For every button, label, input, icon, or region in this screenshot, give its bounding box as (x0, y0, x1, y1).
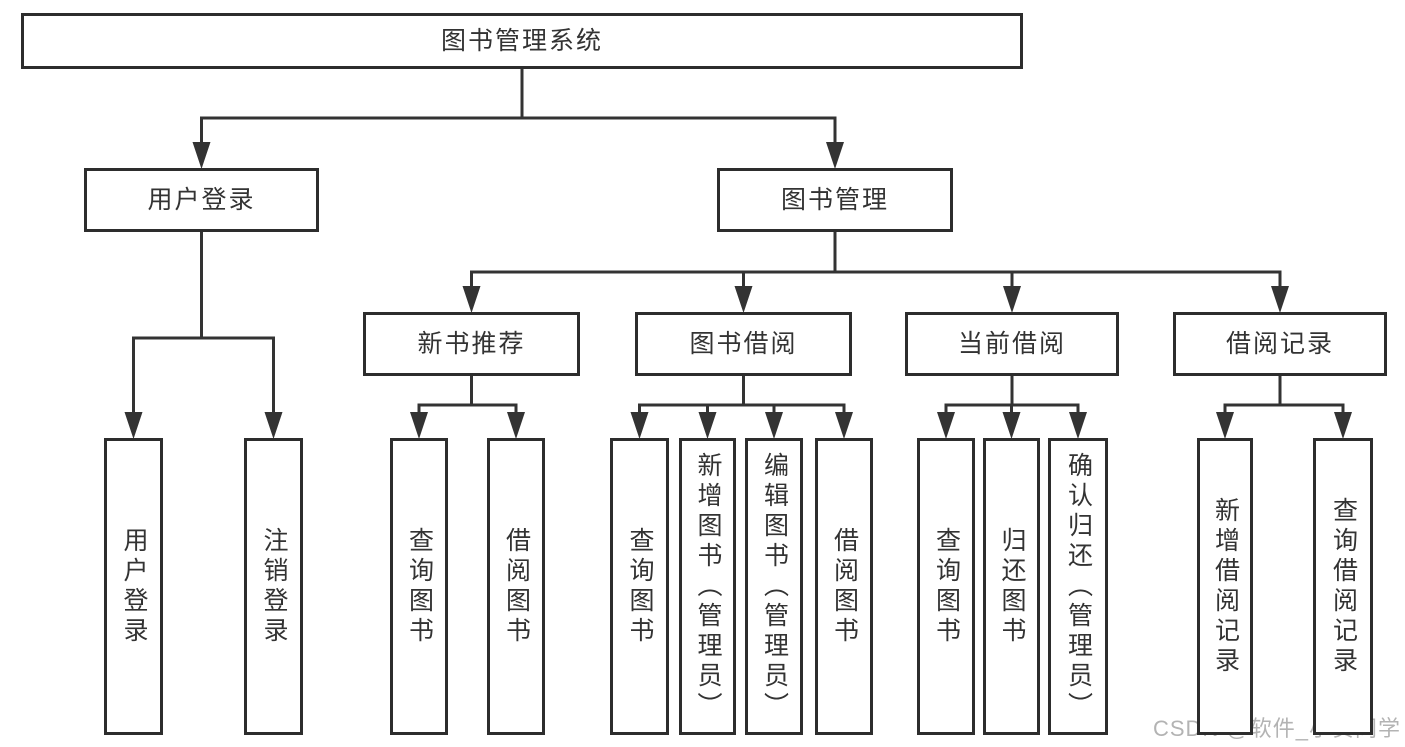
node-leaf-edit-book: 编辑图书（管理员） (745, 438, 803, 735)
node-leaf-return-book: 归还图书 (983, 438, 1040, 735)
node-current-borrow: 当前借阅 (905, 312, 1119, 376)
connector-arrowhead (630, 412, 649, 439)
node-book-borrow: 图书借阅 (635, 312, 852, 376)
node-new-book-recommend: 新书推荐 (363, 312, 580, 376)
node-leaf-logout: 注销登录 (244, 438, 303, 735)
connector-arrowhead (264, 412, 283, 439)
connector-arrowhead (462, 286, 481, 313)
node-leaf-query-borrow-record: 查询借阅记录 (1313, 438, 1373, 735)
node-leaf-add-borrow-record: 新增借阅记录 (1197, 438, 1253, 735)
node-leaf-borrow-book-1: 借阅图书 (487, 438, 545, 735)
node-leaf-borrow-book-2: 借阅图书 (815, 438, 873, 735)
connector-arrowhead (835, 412, 853, 439)
node-leaf-user-login: 用户登录 (104, 438, 163, 735)
node-borrow-records: 借阅记录 (1173, 312, 1387, 376)
node-leaf-query-book-1: 查询图书 (390, 438, 448, 735)
connector-arrowhead (124, 412, 143, 439)
connector-arrowhead (507, 412, 525, 439)
connector-arrowhead (1334, 412, 1352, 439)
connector-arrowhead (1271, 286, 1289, 313)
connector-arrowhead (192, 142, 211, 169)
connector-arrowhead (1216, 412, 1234, 439)
connector-arrowhead (734, 286, 753, 313)
connector-arrowhead (826, 142, 844, 169)
connector-arrowhead (1069, 412, 1087, 439)
node-book-mgmt: 图书管理 (717, 168, 953, 232)
node-leaf-add-book: 新增图书（管理员） (679, 438, 736, 735)
connector-arrowhead (765, 412, 783, 439)
node-user-login: 用户登录 (84, 168, 319, 232)
node-leaf-query-book-2: 查询图书 (610, 438, 669, 735)
connector-arrowhead (410, 412, 428, 439)
node-leaf-confirm-return: 确认归还（管理员） (1048, 438, 1108, 735)
connector-arrowhead (1003, 286, 1021, 313)
node-root: 图书管理系统 (21, 13, 1023, 69)
connector-arrowhead (937, 412, 955, 439)
connector-arrowhead (698, 412, 717, 439)
connector-arrowhead (1002, 412, 1021, 439)
node-leaf-query-book-3: 查询图书 (917, 438, 975, 735)
